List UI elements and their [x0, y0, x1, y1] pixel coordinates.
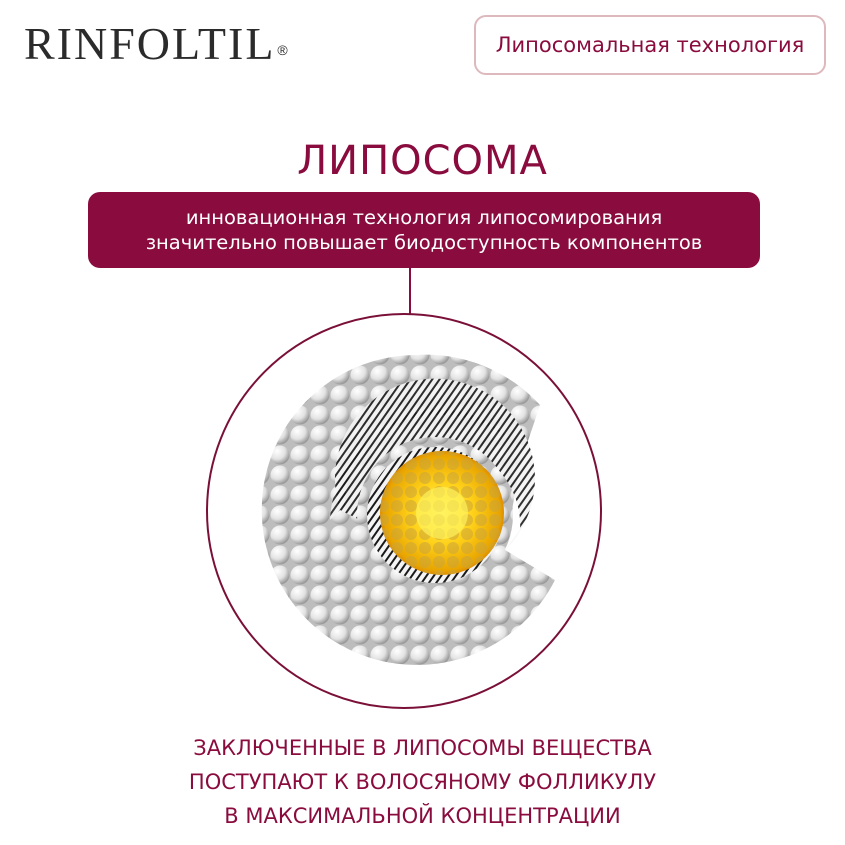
banner-line-1: инновационная технология липосомирования — [185, 206, 663, 229]
caption-line-3: В МАКСИМАЛЬНОЙ КОНЦЕНТРАЦИИ — [224, 804, 621, 828]
caption: ЗАКЛЮЧЕННЫЕ В ЛИПОСОМЫ ВЕЩЕСТВА ПОСТУПАЮ… — [0, 731, 845, 833]
caption-line-1: ЗАКЛЮЧЕННЫЕ В ЛИПОСОМЫ ВЕЩЕСТВА — [193, 736, 652, 760]
connector-line — [409, 268, 411, 314]
registered-mark: ® — [277, 42, 290, 58]
technology-badge: Липосомальная технология — [474, 15, 826, 75]
banner-line-2: значительно повышает биодоступность комп… — [145, 231, 703, 254]
description-banner: инновационная технология липосомирования… — [88, 192, 760, 268]
brand-logo: RINFOLTIL® — [24, 14, 290, 74]
page-title: ЛИПОСОМА — [297, 138, 548, 184]
technology-badge-label: Липосомальная технология — [495, 33, 805, 57]
liposome-illustration-icon — [261, 354, 555, 665]
illustration-ring — [206, 313, 602, 709]
brand-logo-text: RINFOLTIL — [24, 18, 276, 69]
caption-line-2: ПОСТУПАЮТ К ВОЛОСЯНОМУ ФОЛЛИКУЛУ — [188, 770, 657, 794]
